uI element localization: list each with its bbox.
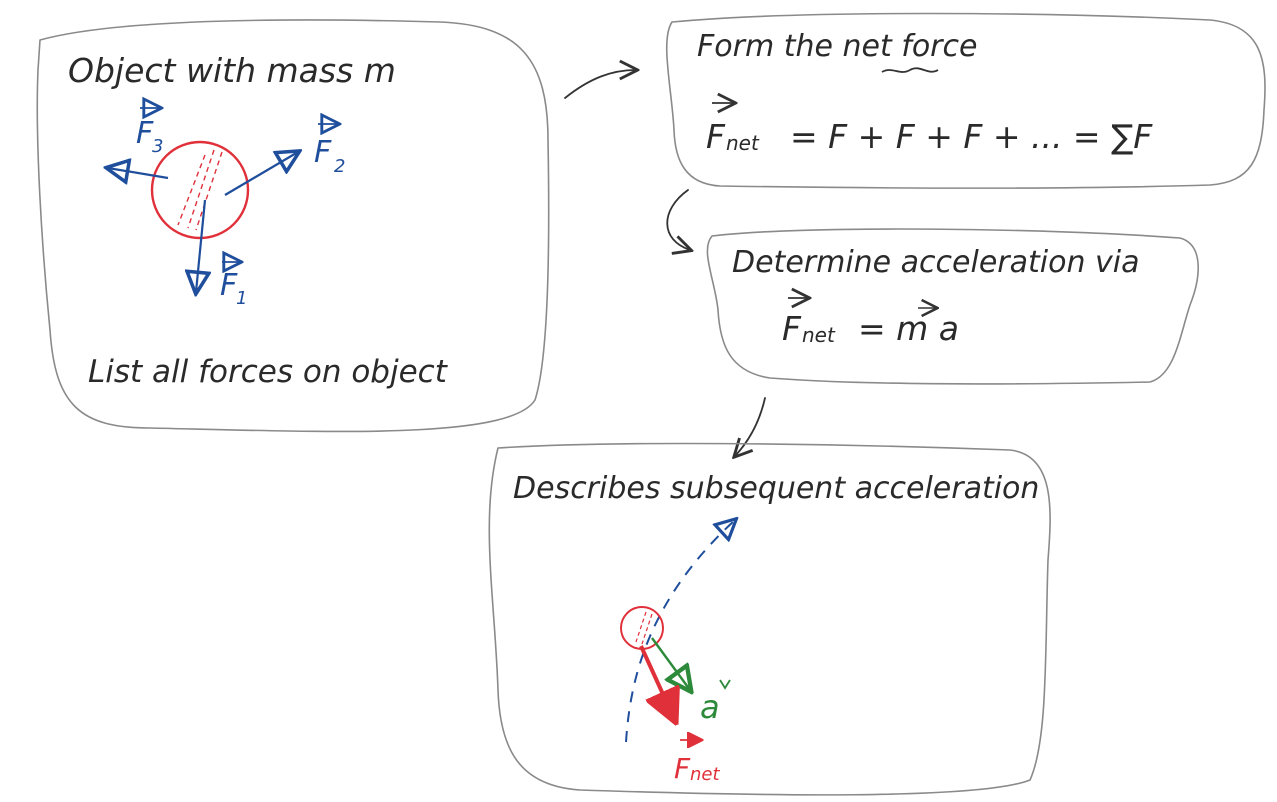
arrow-to-subsequent-acceleration <box>735 397 766 456</box>
bubble-net-force: Form the net force F net = F + F + F + .… <box>665 12 1266 189</box>
svg-text:a: a <box>700 688 720 726</box>
bubble-outline <box>36 19 550 433</box>
newton-second-law-equation: F net = m a <box>782 298 959 348</box>
svg-text:2: 2 <box>334 156 345 177</box>
box4-title: Describes subsequent acceleration <box>513 471 1039 506</box>
bubble-subsequent-acceleration: Describes subsequent acceleration a F ne… <box>488 442 1051 796</box>
trajectory-path <box>625 520 735 743</box>
bubble-determine-acceleration: Determine acceleration via F net = m a <box>706 228 1199 385</box>
label-f1: F 1 <box>220 262 247 309</box>
svg-text:F: F <box>782 309 802 348</box>
svg-text:net: net <box>802 323 836 347</box>
object-circle <box>150 140 250 240</box>
svg-text:1: 1 <box>236 288 247 309</box>
bubble-object-forces: Object with mass m F 3 F 2 F 1 List all … <box>36 19 550 433</box>
svg-text:F: F <box>314 135 332 170</box>
object-hatching <box>177 149 223 231</box>
svg-text:net: net <box>726 131 760 155</box>
box3-title: Determine acceleration via <box>732 245 1140 280</box>
label-acceleration: a <box>700 679 731 726</box>
bubble-outline <box>488 442 1051 796</box>
acceleration-arrow <box>651 637 690 690</box>
arrow-to-acceleration <box>666 189 690 250</box>
net-underline <box>881 67 939 73</box>
svg-text:= F + F + F + ... = ∑F: = F + F + F + ... = ∑F <box>790 117 1153 156</box>
svg-text:= m a: = m a <box>858 309 959 348</box>
svg-text:F: F <box>706 117 726 156</box>
net-force-equation: F net = F + F + F + ... = ∑F <box>706 103 1153 156</box>
svg-text:F: F <box>136 116 154 151</box>
arrow-to-net-force <box>564 70 636 99</box>
box1-caption: List all forces on object <box>88 354 449 390</box>
bubble-outline <box>706 228 1199 385</box>
force-f3-arrow <box>108 168 169 178</box>
label-f3: F 3 <box>136 108 163 157</box>
svg-text:F: F <box>674 752 691 785</box>
svg-text:F: F <box>220 268 238 303</box>
label-f2: F 2 <box>314 124 345 177</box>
label-fnet: F net <box>674 740 720 785</box>
bubble-outline <box>665 12 1266 189</box>
net-force-arrow <box>639 645 672 714</box>
force-f1-arrow <box>196 199 205 292</box>
svg-text:net: net <box>690 764 720 785</box>
object-hatching <box>635 611 653 645</box>
force-f2-arrow <box>224 152 298 196</box>
box1-title: Object with mass m <box>68 51 396 90</box>
box2-title: Form the net force <box>697 29 977 64</box>
svg-text:3: 3 <box>152 136 163 157</box>
